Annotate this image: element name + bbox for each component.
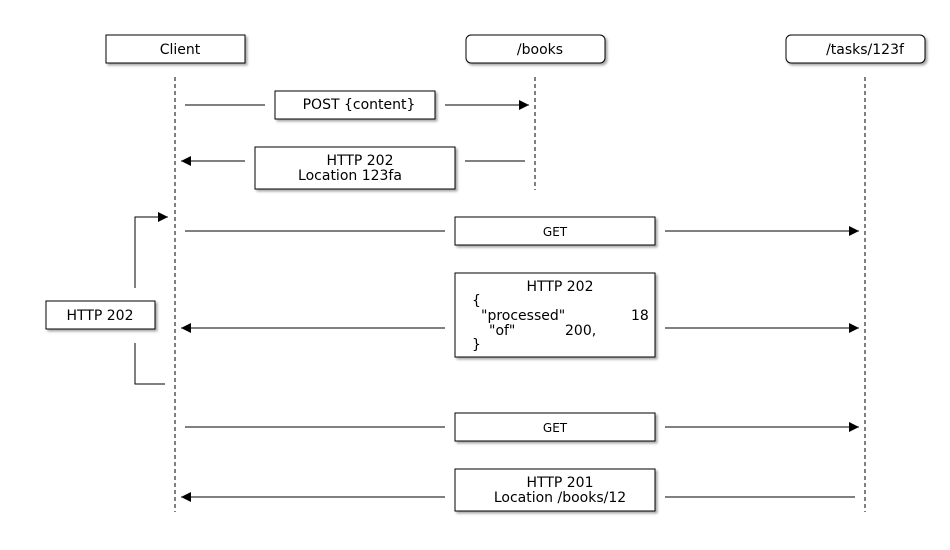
- progress-of-key: "of": [489, 323, 515, 339]
- loop-bracket-top: [134, 212, 168, 288]
- progress-processed-key: "processed": [481, 308, 565, 324]
- get-second-label: GET: [543, 421, 568, 435]
- client-participant-label: Client: [160, 42, 201, 58]
- progress-processed-value: 18: [631, 308, 649, 324]
- progress-status-label: HTTP 202: [527, 279, 594, 295]
- accepted-location-label: Location 123fa: [298, 168, 402, 184]
- accepted-message: HTTP 202 Location 123fa: [181, 146, 525, 190]
- progress-close-brace: }: [472, 337, 481, 353]
- loop-bracket-bottom: [134, 343, 165, 385]
- books-participant-label: /books: [517, 42, 563, 58]
- progress-of-value: 200,: [565, 323, 596, 339]
- created-status-label: HTTP 201: [527, 475, 594, 491]
- loop-label: HTTP 202: [67, 308, 134, 324]
- polling-loop: HTTP 202: [45, 212, 168, 385]
- get-message-second: GET: [185, 412, 859, 442]
- get-first-label: GET: [543, 225, 568, 239]
- tasks-participant: /tasks/123f: [785, 34, 926, 64]
- books-participant: /books: [465, 34, 606, 64]
- client-participant: Client: [105, 34, 246, 64]
- tasks-participant-label: /tasks/123f: [826, 42, 905, 58]
- progress-message: HTTP 202 { "processed" 18 "of" 200, }: [181, 272, 859, 358]
- post-message: POST {content}: [185, 90, 529, 120]
- post-message-label: POST {content}: [303, 97, 416, 113]
- progress-open-brace: {: [472, 293, 481, 309]
- created-message: HTTP 201 Location /books/12: [181, 468, 855, 512]
- created-location-label: Location /books/12: [494, 490, 626, 506]
- get-message-first: GET: [185, 216, 859, 246]
- accepted-status-label: HTTP 202: [327, 153, 394, 169]
